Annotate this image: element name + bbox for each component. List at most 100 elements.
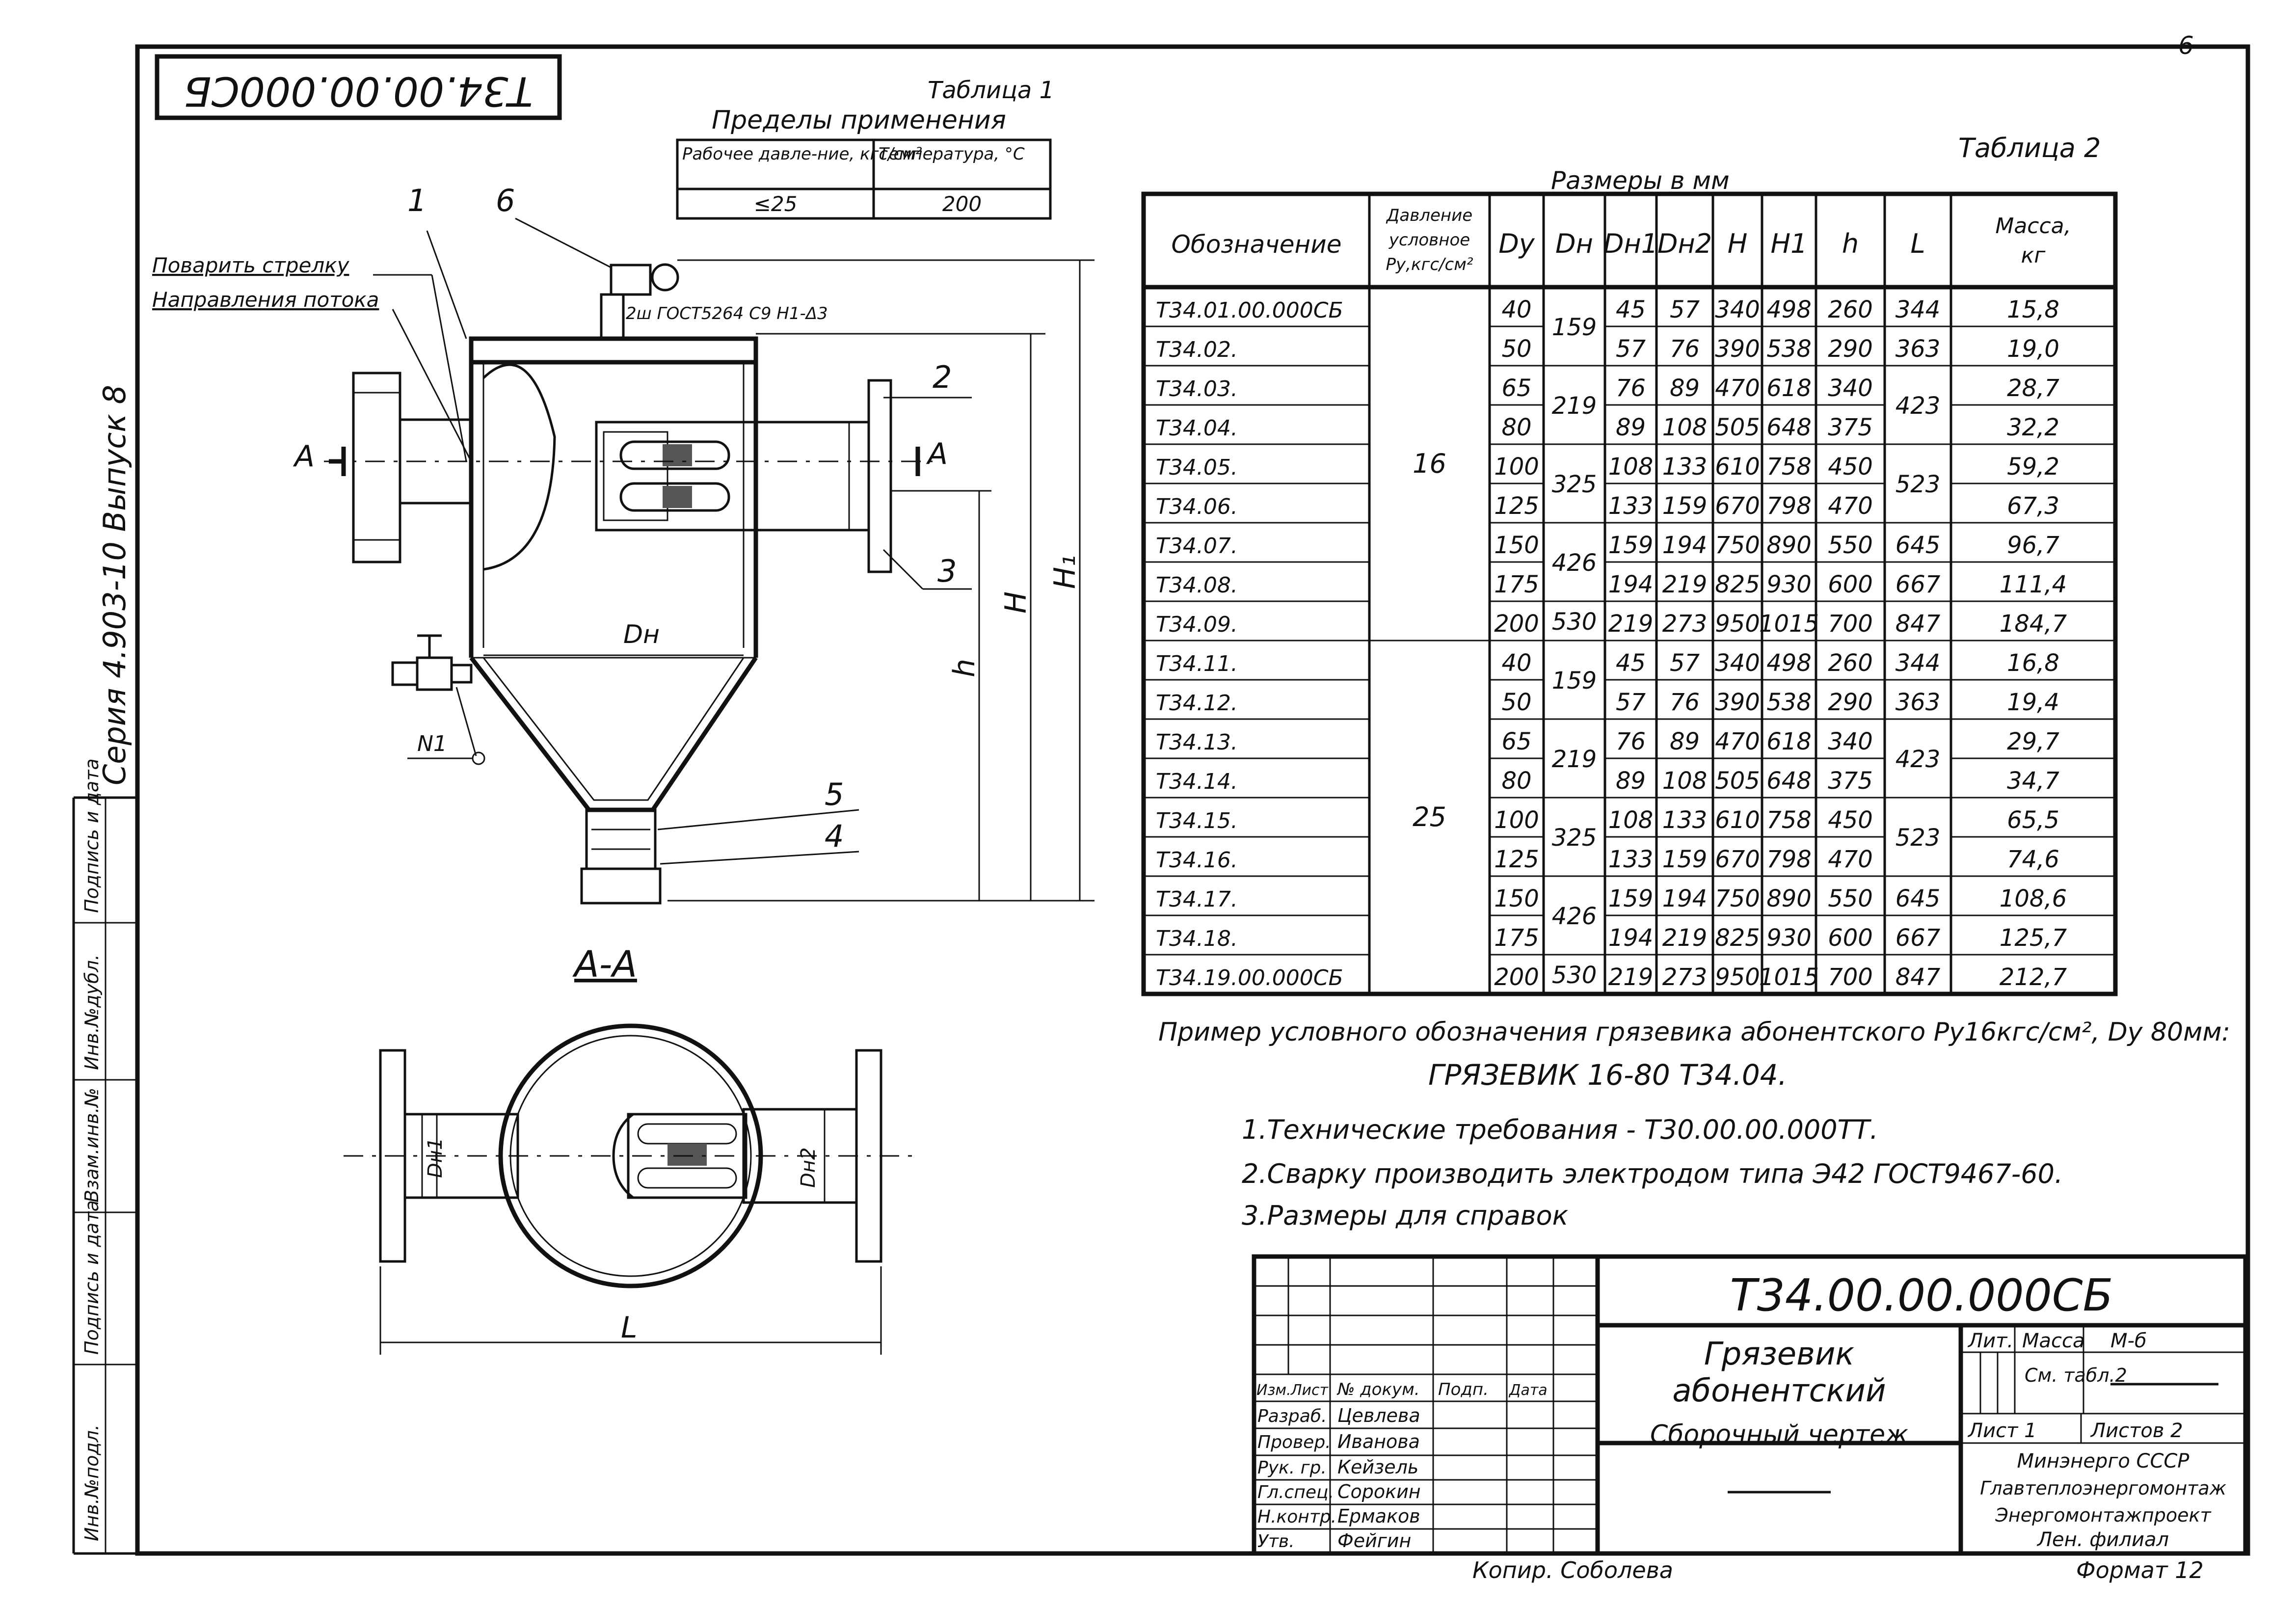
- table2-header: Dн1: [1603, 228, 1658, 259]
- table2-cell: 194: [1662, 885, 1708, 912]
- table1: Таблица 1 Пределы применения Рабочее дав…: [676, 77, 1054, 220]
- table2-cell: 610: [1715, 453, 1760, 481]
- table2-cell: 890: [1766, 532, 1812, 559]
- tb-name-1: Грязевик: [1704, 1336, 1855, 1372]
- table2-cell: 758: [1766, 806, 1812, 834]
- table2-cell: 670: [1715, 492, 1760, 520]
- table2-cell: 57: [1670, 296, 1700, 323]
- callout-1: 1: [407, 183, 427, 218]
- table1-pressure: ≤25: [754, 192, 798, 216]
- tb-name-2: абонентский: [1672, 1373, 1886, 1409]
- table2-cell: 40: [1501, 649, 1531, 677]
- table2-cell: 133: [1662, 806, 1708, 834]
- bottom-plug: [585, 808, 657, 870]
- table2-dh-group: 159: [1552, 314, 1597, 341]
- series-label: Серия 4.903-10 Выпуск 8: [97, 385, 133, 785]
- side-strip-label: Инв.№подл.: [81, 1424, 103, 1541]
- table2-cell: 125: [1494, 492, 1539, 520]
- table2-header: Масса,: [1995, 214, 2071, 239]
- tb-person: Цевлева: [1337, 1405, 1420, 1426]
- sheet-frame: [135, 44, 2250, 1556]
- table2-cell: 96,7: [2007, 532, 2059, 559]
- table2-cell: 200: [1494, 610, 1539, 638]
- table2-cell: 133: [1608, 492, 1654, 520]
- example-line1: Пример условного обозначения грязевика а…: [1158, 1017, 2230, 1047]
- table2-cell: 450: [1828, 453, 1873, 481]
- table2-cell: 375: [1828, 414, 1873, 441]
- table2-cell: 667: [1896, 924, 1941, 952]
- table2-cell: 667: [1896, 571, 1941, 598]
- table2-header: h: [1842, 228, 1859, 259]
- table2-l-group: 523: [1896, 824, 1941, 852]
- table2-cell: 758: [1766, 453, 1812, 481]
- table2-header: Обозначение: [1172, 230, 1342, 259]
- table2-cell: 57: [1616, 689, 1646, 716]
- table2-cell: Т34.06.: [1156, 494, 1238, 519]
- inlet-dome: [482, 363, 556, 571]
- table2-cell: 50: [1501, 689, 1531, 716]
- tb-code: Т34.00.00.000СБ: [1730, 1270, 2113, 1321]
- dim-H: H: [999, 591, 1033, 614]
- table2-cell: 260: [1828, 296, 1873, 323]
- note-3: 3.Размеры для справок: [1242, 1200, 1569, 1231]
- tb-org-4: Лен. филиал: [2036, 1528, 2169, 1551]
- table2-cell: 194: [1608, 571, 1654, 598]
- table2-cell: 340: [1828, 728, 1873, 755]
- table2-cell: Т34.07.: [1156, 534, 1238, 559]
- table2-cell: 470: [1828, 492, 1873, 520]
- table2-cell: 538: [1766, 335, 1812, 363]
- tb-org-1: Минэнерго СССР: [2017, 1450, 2190, 1472]
- table2-cell: 470: [1715, 375, 1760, 402]
- tb-person: Сорокин: [1337, 1481, 1421, 1502]
- tb-role: Разраб.: [1257, 1406, 1327, 1426]
- table2-cell: 340: [1828, 375, 1873, 402]
- table2-header: Dу: [1498, 228, 1535, 259]
- table2-pressure-group: 16: [1413, 448, 1446, 479]
- table2-cell: Т34.04.: [1156, 416, 1238, 441]
- callout-5: 5: [825, 776, 844, 812]
- table2-cell: 32,2: [2007, 414, 2059, 441]
- table2: Таблица 2 Размеры в мм ОбозначениеДавлен…: [1141, 133, 2118, 996]
- table2-cell: 273: [1662, 964, 1708, 991]
- table2-l-group: 423: [1896, 746, 1941, 773]
- stamp-box: [155, 54, 562, 120]
- table2-cell: 65: [1501, 728, 1531, 755]
- side-strip-label: Подпись и дата: [81, 758, 103, 913]
- dim-L: L: [621, 1311, 637, 1345]
- table2-caption: Размеры в мм: [1551, 166, 1730, 195]
- table2-cell: Т34.17.: [1156, 887, 1238, 912]
- table2-cell: 15,8: [2007, 296, 2059, 323]
- table2-cell: Т34.03.: [1156, 376, 1238, 402]
- tb-org-3: Энергомонтажпроект: [1995, 1504, 2212, 1526]
- table2-cell: Т34.16.: [1156, 848, 1238, 873]
- table2-dh-group: 219: [1552, 392, 1597, 420]
- callout-3: 3: [937, 553, 957, 589]
- example-line2: ГРЯЗЕВИК 16-80 Т34.04.: [1428, 1058, 1787, 1092]
- table2-cell: 45: [1616, 296, 1646, 323]
- table2-cell: 76: [1670, 689, 1700, 716]
- table1-subtitle: Пределы применения: [712, 106, 1006, 135]
- table2-cell: 344: [1896, 649, 1941, 677]
- note-flow-direction: Направления потока: [152, 288, 379, 312]
- tb-person: Ермаков: [1337, 1505, 1420, 1527]
- table2-cell: 200: [1494, 964, 1539, 991]
- table2-cell: 89: [1616, 767, 1646, 795]
- table2-cell: 470: [1828, 846, 1873, 873]
- table2-cell: Т34.19.00.000СБ: [1156, 965, 1343, 990]
- table2-cell: Т34.09.: [1156, 612, 1238, 637]
- table2-cell: 80: [1501, 414, 1531, 441]
- table2-dh-group: 219: [1552, 746, 1597, 773]
- table2-cell: 950: [1715, 610, 1760, 638]
- dim-dh2: Dн2: [797, 1148, 820, 1188]
- tb-lit: Лит.: [1967, 1330, 2013, 1352]
- table2-cell: 159: [1662, 846, 1708, 873]
- tb-sheets: Листов 2: [2090, 1419, 2183, 1442]
- note-weld-arrow: Поварить стрелку: [152, 253, 350, 277]
- table2-cell: 847: [1896, 964, 1941, 991]
- table2-cell: 212,7: [2000, 964, 2067, 991]
- table2-cell: 498: [1766, 296, 1812, 323]
- table2-cell: 600: [1828, 571, 1873, 598]
- table2-cell: 108: [1662, 767, 1708, 795]
- fitting-label: 2ш ГОСТ5264 С9 Н1-Δ3: [626, 304, 828, 323]
- table2-dh-group: 325: [1552, 471, 1597, 498]
